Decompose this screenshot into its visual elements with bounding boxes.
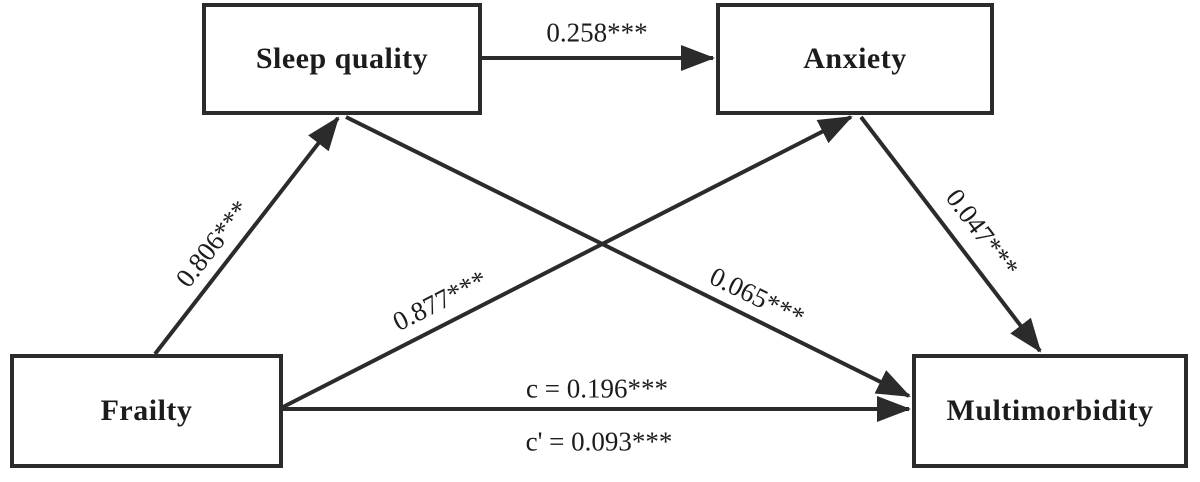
node-frailty-label: Frailty: [100, 394, 193, 427]
node-anxiety-label: Anxiety: [803, 42, 907, 75]
edge-label-total-effect: c = 0.196***: [526, 373, 668, 404]
edge-frailty-to-sleep-line: [153, 116, 340, 356]
node-sleep-quality-label: Sleep quality: [255, 42, 429, 75]
edge-label-direct-effect: c' = 0.093***: [525, 426, 673, 457]
edge-label-sleep-to-anxiety: 0.258***: [546, 17, 648, 48]
edge-sleep-to-multi-line: [345, 115, 911, 398]
node-sleep-quality: Sleep quality: [202, 3, 482, 115]
node-anxiety: Anxiety: [716, 3, 994, 115]
node-multimorbidity: Multimorbidity: [912, 354, 1188, 468]
node-multimorbidity-label: Multimorbidity: [946, 394, 1154, 427]
edge-frailty-to-anxiety-line: [282, 115, 853, 409]
edge-anxiety-to-multi-line: [859, 115, 1042, 353]
node-frailty: Frailty: [10, 354, 283, 468]
